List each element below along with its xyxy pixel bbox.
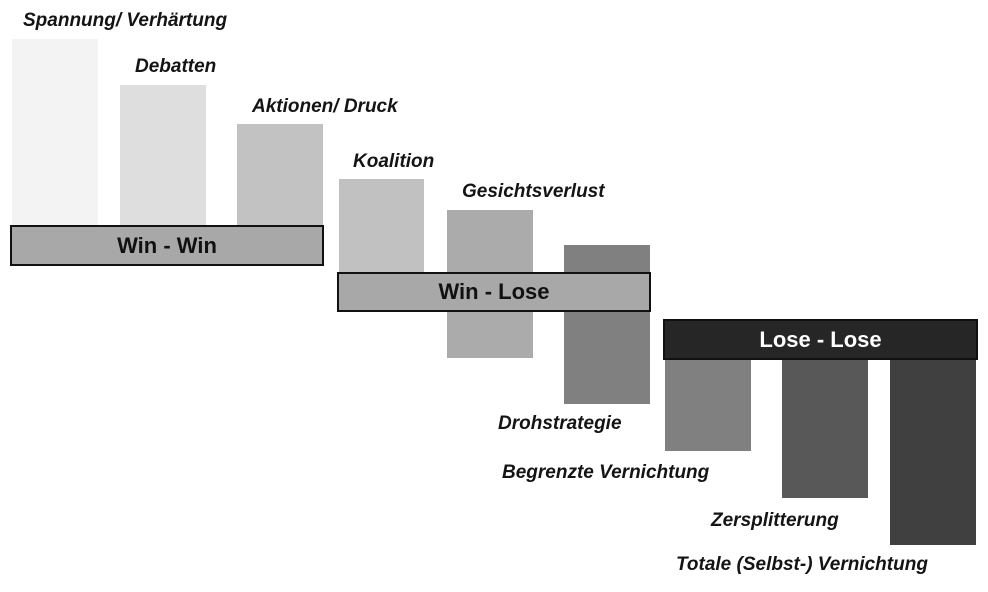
stage-2-label: Debatten xyxy=(135,56,217,77)
stage-1-bar xyxy=(12,39,98,226)
lose-lose-label: Lose - Lose xyxy=(759,326,882,352)
stage-1-label: Spannung/ Verhärtung xyxy=(23,10,228,31)
lose-lose-band: Lose - Lose xyxy=(663,319,978,360)
stage-4-bar xyxy=(339,179,424,272)
stage-8-label: Zersplitterung xyxy=(711,510,839,531)
stage-4-label: Koalition xyxy=(353,151,435,172)
win-lose-label: Win - Lose xyxy=(438,279,550,304)
stage-9-bar xyxy=(890,358,976,545)
stage-5-label: Gesichtsverlust xyxy=(462,181,605,202)
stage-6-bar xyxy=(564,245,650,404)
stage-2-bar xyxy=(120,85,206,226)
stage-8-bar xyxy=(782,358,868,498)
stage-6-label: Drohstrategie xyxy=(498,413,622,434)
stage-3-bar xyxy=(237,124,323,226)
stage-7-label: Begrenzte Vernichtung xyxy=(502,462,710,483)
stage-3-label: Aktionen/ Druck xyxy=(252,96,398,117)
win-lose-band: Win - Lose xyxy=(337,272,651,312)
win-win-label: Win - Win xyxy=(117,232,217,258)
stage-9-label: Totale (Selbst-) Vernichtung xyxy=(676,554,928,575)
stage-7-bar xyxy=(665,358,751,451)
win-win-band: Win - Win xyxy=(10,225,324,266)
